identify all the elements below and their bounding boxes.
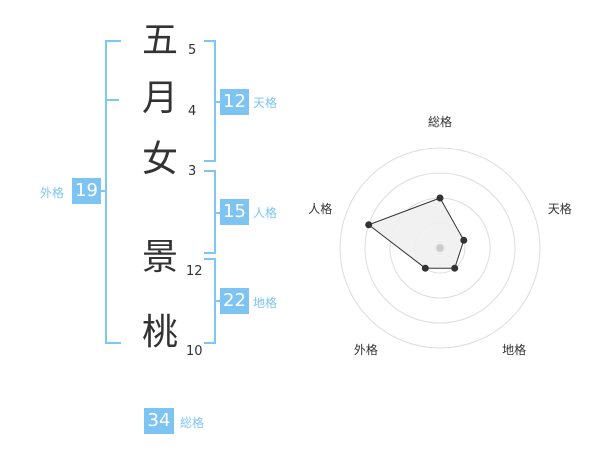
jinkaku-badge: 15 bbox=[220, 199, 249, 225]
jinkaku-bracket-connector bbox=[214, 212, 220, 214]
soukaku-label: 総格 bbox=[180, 416, 205, 430]
soukaku-badge: 34 bbox=[144, 408, 174, 434]
radar-ring-3 bbox=[364, 172, 516, 324]
radar-axis-label-3: 地格 bbox=[502, 342, 526, 357]
radar-point-4 bbox=[421, 264, 429, 272]
radar-axis-label-2: 天格 bbox=[548, 201, 572, 216]
tenkaku-bracket-connector bbox=[214, 101, 220, 103]
chikaku-label: 地格 bbox=[253, 296, 278, 310]
radar-ring-4 bbox=[339, 147, 541, 349]
radar-polygon bbox=[367, 197, 465, 269]
chikaku-badge: 22 bbox=[220, 288, 249, 314]
gaikaku-badge: 19 bbox=[72, 178, 101, 204]
kanji-char-2: 月 bbox=[142, 78, 179, 119]
radar-axis-label-1: 総格 bbox=[428, 114, 452, 129]
kanji-char-3: 女 bbox=[142, 139, 179, 180]
stroke-count-3: 3 bbox=[188, 164, 197, 179]
gaikaku-label: 外格 bbox=[40, 186, 65, 200]
gaikaku-bracket bbox=[105, 40, 121, 344]
stroke-count-2: 4 bbox=[188, 104, 197, 119]
radar-point-3 bbox=[451, 264, 459, 272]
radar-point-1 bbox=[436, 194, 444, 202]
gaikaku-bracket-tick bbox=[105, 99, 119, 101]
stroke-count-1: 5 bbox=[188, 43, 197, 58]
stroke-count-5: 10 bbox=[186, 344, 203, 359]
gaikaku-bracket-connector bbox=[100, 190, 105, 192]
radar-point-2 bbox=[460, 236, 468, 244]
kanji-char-4: 景 bbox=[142, 237, 179, 278]
tenkaku-label: 天格 bbox=[253, 96, 278, 110]
radar-axis-label-4: 外格 bbox=[354, 342, 378, 357]
tenkaku-badge: 12 bbox=[220, 89, 249, 115]
stroke-count-4: 12 bbox=[186, 264, 203, 279]
radar-point-5 bbox=[365, 221, 373, 229]
radar-axis-label-5: 人格 bbox=[308, 201, 332, 216]
radar-center-dot bbox=[436, 244, 444, 252]
jinkaku-label: 人格 bbox=[253, 206, 278, 220]
kanji-char-5: 桃 bbox=[142, 312, 179, 353]
kanji-char-1: 五 bbox=[142, 20, 179, 61]
chikaku-bracket-connector bbox=[214, 300, 220, 302]
